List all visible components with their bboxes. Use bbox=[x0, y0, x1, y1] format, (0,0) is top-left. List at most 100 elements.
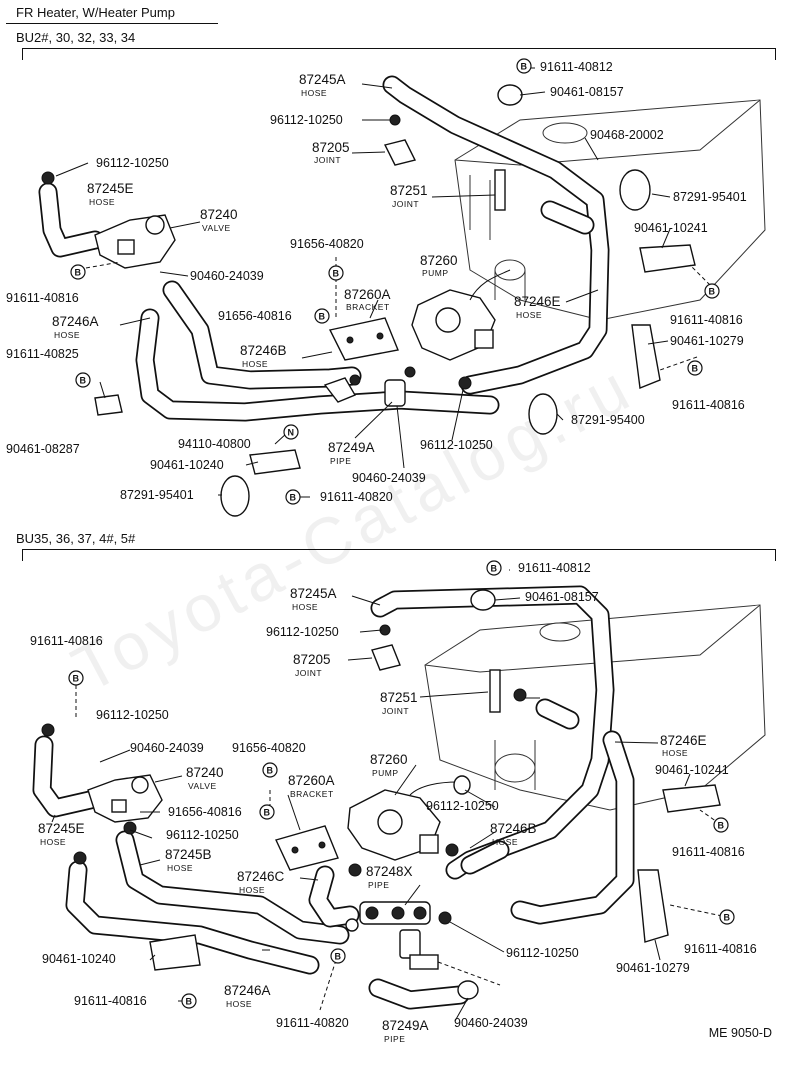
part-number: 91611-40816 bbox=[30, 634, 103, 648]
part-number: 90468-20002 bbox=[590, 128, 664, 142]
joint-87251-top bbox=[494, 169, 506, 211]
part-number: 87251 bbox=[380, 690, 418, 705]
symbol-b: B bbox=[335, 952, 342, 962]
part-name: PIPE bbox=[368, 880, 389, 890]
part-number: 90460-24039 bbox=[352, 471, 426, 485]
joint-87205-top bbox=[383, 139, 417, 166]
top-symbols: B B B B B B B N B bbox=[70, 58, 720, 505]
symbol-b: B bbox=[718, 821, 725, 831]
part-number: 87246A bbox=[224, 983, 271, 998]
bottom-parts bbox=[41, 589, 721, 1000]
bracket-87260a-top bbox=[328, 317, 399, 361]
clamp-90461-10279-bottom bbox=[637, 869, 669, 943]
part-name: HOSE bbox=[167, 863, 193, 873]
clamp-90461-08157-top bbox=[497, 84, 523, 106]
part-name: PUMP bbox=[372, 768, 399, 778]
part-number: 90461-10279 bbox=[670, 334, 744, 348]
clamp-90461-08287-top bbox=[94, 394, 123, 416]
part-number: 91656-40816 bbox=[218, 309, 292, 323]
part-number: 87240 bbox=[186, 765, 224, 780]
part-number: 87249A bbox=[328, 440, 375, 455]
part-number: 91611-40816 bbox=[672, 398, 745, 412]
part-number: 90460-24039 bbox=[454, 1016, 528, 1030]
section-divider-top bbox=[22, 48, 776, 60]
joint-87205-bottom bbox=[371, 644, 401, 671]
part-name: HOSE bbox=[242, 359, 268, 369]
part-number: 91656-40820 bbox=[232, 741, 306, 755]
part-number: 90461-08157 bbox=[525, 590, 599, 604]
part-number: 87260A bbox=[288, 773, 335, 788]
symbol-b: B bbox=[521, 62, 528, 72]
valve-87240-bottom bbox=[87, 774, 163, 823]
part-number: 87249A bbox=[382, 1018, 429, 1033]
part-number: 90461-10240 bbox=[42, 952, 116, 966]
part-name: HOSE bbox=[40, 837, 66, 847]
part-number: 96112-10250 bbox=[166, 828, 239, 842]
pipe-87248x-bottom bbox=[359, 901, 439, 970]
part-name: JOINT bbox=[314, 155, 341, 165]
grommet-87291-95400-top bbox=[528, 393, 558, 435]
part-number: 87251 bbox=[390, 183, 428, 198]
pump-87260-bottom bbox=[347, 775, 471, 861]
part-number: 91611-40825 bbox=[6, 347, 79, 361]
section-label-top: BU2#, 30, 32, 33, 34 bbox=[16, 30, 136, 45]
part-number: 87246C bbox=[237, 869, 285, 884]
part-name: HOSE bbox=[54, 330, 80, 340]
part-number: 87260 bbox=[370, 752, 408, 767]
part-number: 87245A bbox=[299, 72, 346, 87]
part-number: 91611-40816 bbox=[672, 845, 745, 859]
symbol-b: B bbox=[73, 674, 80, 684]
grommet-87291-95401-top bbox=[619, 169, 651, 211]
part-number: 87246B bbox=[490, 821, 537, 836]
joint-87251-bottom bbox=[489, 669, 501, 713]
section-label-bottom: BU35, 36, 37, 4#, 5# bbox=[16, 531, 136, 546]
symbol-b: B bbox=[267, 766, 274, 776]
part-number: 87260A bbox=[344, 287, 391, 302]
symbol-b: B bbox=[80, 376, 87, 386]
part-name: HOSE bbox=[292, 602, 318, 612]
part-number: 91611-40812 bbox=[540, 60, 613, 74]
symbol-b: B bbox=[319, 312, 326, 322]
part-number: 96112-10250 bbox=[96, 708, 169, 722]
part-number: 91611-40820 bbox=[320, 490, 393, 504]
part-number: 90460-24039 bbox=[190, 269, 264, 283]
part-number: 91611-40820 bbox=[276, 1016, 349, 1030]
part-number: 91611-40816 bbox=[6, 291, 79, 305]
part-number: 87248X bbox=[366, 864, 413, 879]
part-name: HOSE bbox=[492, 837, 518, 847]
part-number: 90461-08157 bbox=[550, 85, 624, 99]
part-number: 87245E bbox=[38, 821, 85, 836]
pump-87260-top bbox=[411, 269, 511, 361]
top-part-labels: 87245A HOSE 91611-40812 90461-08157 9611… bbox=[6, 60, 747, 504]
symbol-b: B bbox=[709, 287, 716, 297]
bottom-part-labels: 91611-40812 87245A HOSE 90461-08157 9161… bbox=[30, 561, 757, 1044]
bottom-symbols: B B B B B B B B bbox=[68, 560, 735, 1009]
part-name: HOSE bbox=[226, 999, 252, 1009]
part-number: 91656-40820 bbox=[290, 237, 364, 251]
part-name: JOINT bbox=[295, 668, 322, 678]
part-number: 96112-10250 bbox=[96, 156, 169, 170]
part-number: 91656-40816 bbox=[168, 805, 242, 819]
part-number: 96112-10250 bbox=[506, 946, 579, 960]
symbol-b: B bbox=[333, 269, 340, 279]
clamp-90461-10240-bottom bbox=[149, 934, 201, 971]
pipe-87249a-top bbox=[323, 377, 406, 407]
clamp-90460-24039-bottom bbox=[457, 980, 479, 1000]
grommet-87291-95401-bottom-left bbox=[220, 475, 250, 517]
symbol-b: B bbox=[186, 997, 193, 1007]
part-number: 87245B bbox=[165, 847, 212, 862]
part-name: JOINT bbox=[392, 199, 419, 209]
part-number: 91611-40816 bbox=[684, 942, 757, 956]
part-number: 87246E bbox=[514, 294, 561, 309]
part-number: 90461-10279 bbox=[616, 961, 690, 975]
part-number: 87246B bbox=[240, 343, 287, 358]
part-name: BRACKET bbox=[346, 302, 390, 312]
part-number: 87240 bbox=[200, 207, 238, 222]
part-number: 91611-40812 bbox=[518, 561, 591, 575]
bottom-leaders bbox=[51, 569, 723, 1022]
part-number: 91611-40816 bbox=[74, 994, 147, 1008]
part-number: 90461-08287 bbox=[6, 442, 80, 456]
symbol-b: B bbox=[290, 493, 297, 503]
part-number: 90461-10240 bbox=[150, 458, 224, 472]
